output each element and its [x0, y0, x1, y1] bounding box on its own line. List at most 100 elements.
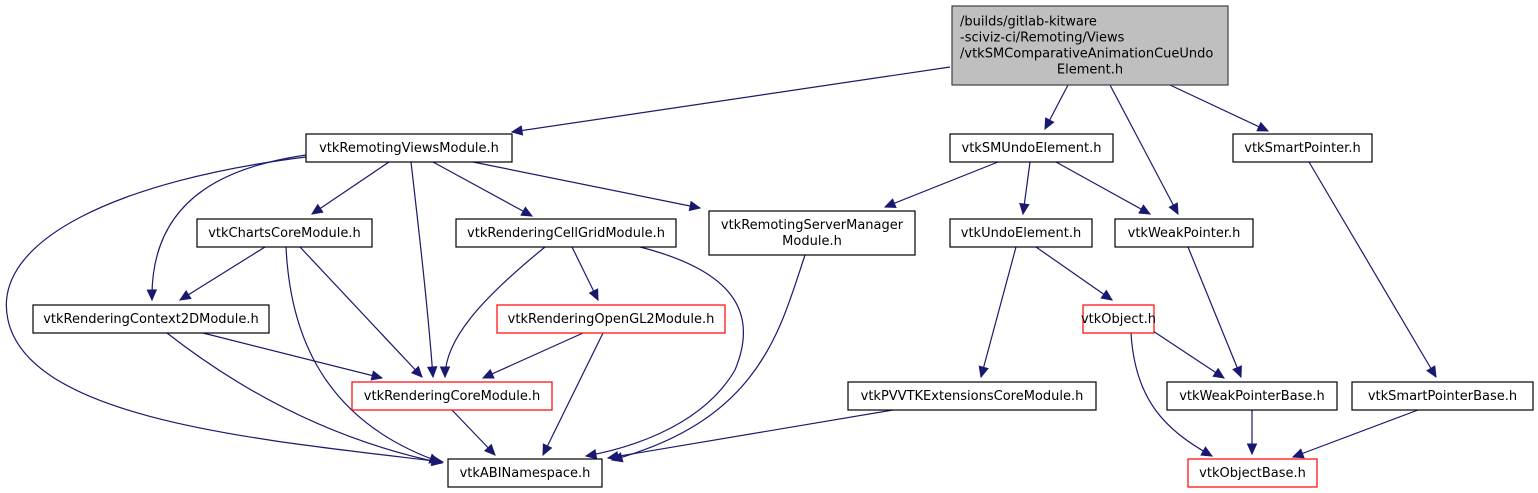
- node-box[interactable]: [1082, 304, 1155, 334]
- node-box[interactable]: [708, 210, 916, 256]
- node-root[interactable]: /builds/gitlab-kitware-sciviz-ci/Remotin…: [951, 5, 1229, 86]
- node-box[interactable]: [1166, 381, 1338, 411]
- edge-weakPtrBase-to-objectBase: [1246, 410, 1258, 456]
- edge-remotingViews-to-context2D: [146, 154, 307, 302]
- edge-line: [311, 161, 390, 215]
- node-label: Element.h: [1057, 63, 1123, 78]
- node-box[interactable]: [951, 5, 1229, 86]
- edge-openGL2-to-renderCore: [481, 332, 584, 379]
- node-label: vtkSmartPointerBase.h: [1368, 389, 1517, 404]
- node-label: vtkObjectBase.h: [1199, 466, 1306, 481]
- edge-chartsCore-to-context2D: [178, 246, 266, 301]
- arrowhead-icon: [481, 368, 495, 379]
- node-box[interactable]: [1114, 218, 1254, 248]
- edge-remotingViews-to-serverMgr: [472, 161, 702, 212]
- node-weakPtr[interactable]: vtkWeakPointer.h: [1114, 218, 1254, 248]
- arrowhead-icon: [1246, 443, 1258, 456]
- node-box[interactable]: [305, 133, 513, 163]
- arrowhead-icon: [370, 370, 384, 381]
- node-label: vtkWeakPointerBase.h: [1179, 389, 1325, 404]
- arrowhead-icon: [1256, 121, 1270, 132]
- edge-line: [611, 254, 806, 461]
- node-smartPtr[interactable]: vtkSmartPointer.h: [1232, 133, 1373, 163]
- edge-line: [432, 161, 533, 217]
- arrowhead-icon: [410, 365, 423, 378]
- node-label: Module.h: [782, 234, 842, 249]
- edge-remotingViews-to-cellGrid: [432, 161, 534, 217]
- node-box[interactable]: [32, 304, 270, 334]
- arrowhead-icon: [1200, 446, 1214, 457]
- arrowhead-icon: [430, 455, 444, 467]
- node-cellGrid[interactable]: vtkRenderingCellGridModule.h: [455, 218, 677, 248]
- node-vtkObject[interactable]: vtkObject.h: [1081, 304, 1156, 334]
- node-context2D[interactable]: vtkRenderingContext2DModule.h: [32, 304, 270, 334]
- arrowhead-icon: [426, 366, 438, 379]
- edge-vtkObject-to-objectBase: [1130, 332, 1214, 457]
- edge-line: [1169, 84, 1269, 132]
- arrowhead-icon: [588, 288, 599, 302]
- arrowhead-icon: [146, 289, 158, 302]
- node-smUndo[interactable]: vtkSMUndoElement.h: [949, 133, 1114, 163]
- node-renderCore[interactable]: vtkRenderingCoreModule.h: [351, 381, 553, 411]
- node-box[interactable]: [1187, 458, 1318, 488]
- node-box[interactable]: [1351, 381, 1534, 411]
- node-abiNs[interactable]: vtkABINamespace.h: [447, 458, 603, 488]
- node-label: vtkRenderingCellGridModule.h: [467, 226, 665, 241]
- edges-layer: [5, 66, 1437, 467]
- edge-root-to-smartPtr: [1169, 84, 1270, 132]
- node-label: vtkRenderingCoreModule.h: [364, 389, 540, 404]
- node-box[interactable]: [496, 304, 726, 334]
- node-weakPtrBase[interactable]: vtkWeakPointerBase.h: [1166, 381, 1338, 411]
- arrowhead-icon: [1212, 367, 1226, 379]
- edge-line: [585, 246, 744, 457]
- node-box[interactable]: [351, 381, 553, 411]
- edge-line: [1035, 246, 1113, 301]
- node-undoElem[interactable]: vtkUndoElement.h: [949, 218, 1093, 248]
- node-box[interactable]: [196, 218, 373, 248]
- edge-serverMgr-to-abiNs: [610, 254, 806, 463]
- edge-line: [1109, 84, 1179, 215]
- node-pvvtkExt[interactable]: vtkPVVTKExtensionsCoreModule.h: [847, 381, 1097, 411]
- arrowhead-icon: [1232, 365, 1242, 379]
- arrowhead-icon: [510, 125, 524, 136]
- edge-line: [884, 161, 999, 208]
- edge-line: [179, 246, 266, 301]
- edge-line: [1187, 246, 1242, 378]
- edge-line: [472, 161, 701, 209]
- node-objectBase[interactable]: vtkObjectBase.h: [1187, 458, 1318, 488]
- node-box[interactable]: [949, 218, 1093, 248]
- node-label: vtkABINamespace.h: [460, 466, 591, 481]
- edge-line: [1130, 332, 1213, 457]
- edge-remotingViews-to-chartsCore: [310, 161, 390, 215]
- node-box[interactable]: [455, 218, 677, 248]
- node-openGL2[interactable]: vtkRenderingOpenGL2Module.h: [496, 304, 726, 334]
- node-box[interactable]: [1232, 133, 1373, 163]
- arrowhead-icon: [439, 366, 451, 379]
- node-remotingViews[interactable]: vtkRemotingViewsModule.h: [305, 133, 513, 163]
- edge-cellGrid-to-openGL2: [571, 246, 599, 302]
- edge-line: [1055, 161, 1151, 215]
- node-box[interactable]: [949, 133, 1114, 163]
- arrowhead-icon: [1291, 448, 1305, 459]
- edge-root-to-remotingViews: [510, 66, 951, 136]
- edge-line: [1308, 161, 1437, 378]
- edge-cellGrid-to-abiNs: [584, 246, 744, 460]
- edge-line: [299, 246, 423, 378]
- node-box[interactable]: [447, 458, 603, 488]
- edge-smUndo-to-weakPtr: [1055, 161, 1152, 215]
- node-smartPtrBase[interactable]: vtkSmartPointerBase.h: [1351, 381, 1534, 411]
- edge-undoElem-to-pvvtkExt: [978, 246, 1017, 379]
- edge-smartPtr-to-smartPtrBase: [1308, 161, 1437, 379]
- node-box[interactable]: [847, 381, 1097, 411]
- edge-line: [151, 154, 307, 301]
- edge-line: [1292, 409, 1419, 458]
- arrowhead-icon: [542, 443, 553, 457]
- edge-openGL2-to-abiNs: [542, 332, 604, 457]
- node-chartsCore[interactable]: vtkChartsCoreModule.h: [196, 218, 373, 248]
- node-label: vtkRenderingContext2DModule.h: [43, 312, 259, 327]
- arrowhead-icon: [520, 206, 534, 217]
- edge-vtkObject-to-weakPtrBase: [1152, 330, 1226, 379]
- arrowhead-icon: [978, 365, 989, 379]
- nodes-layer: /builds/gitlab-kitware-sciviz-ci/Remotin…: [32, 5, 1534, 488]
